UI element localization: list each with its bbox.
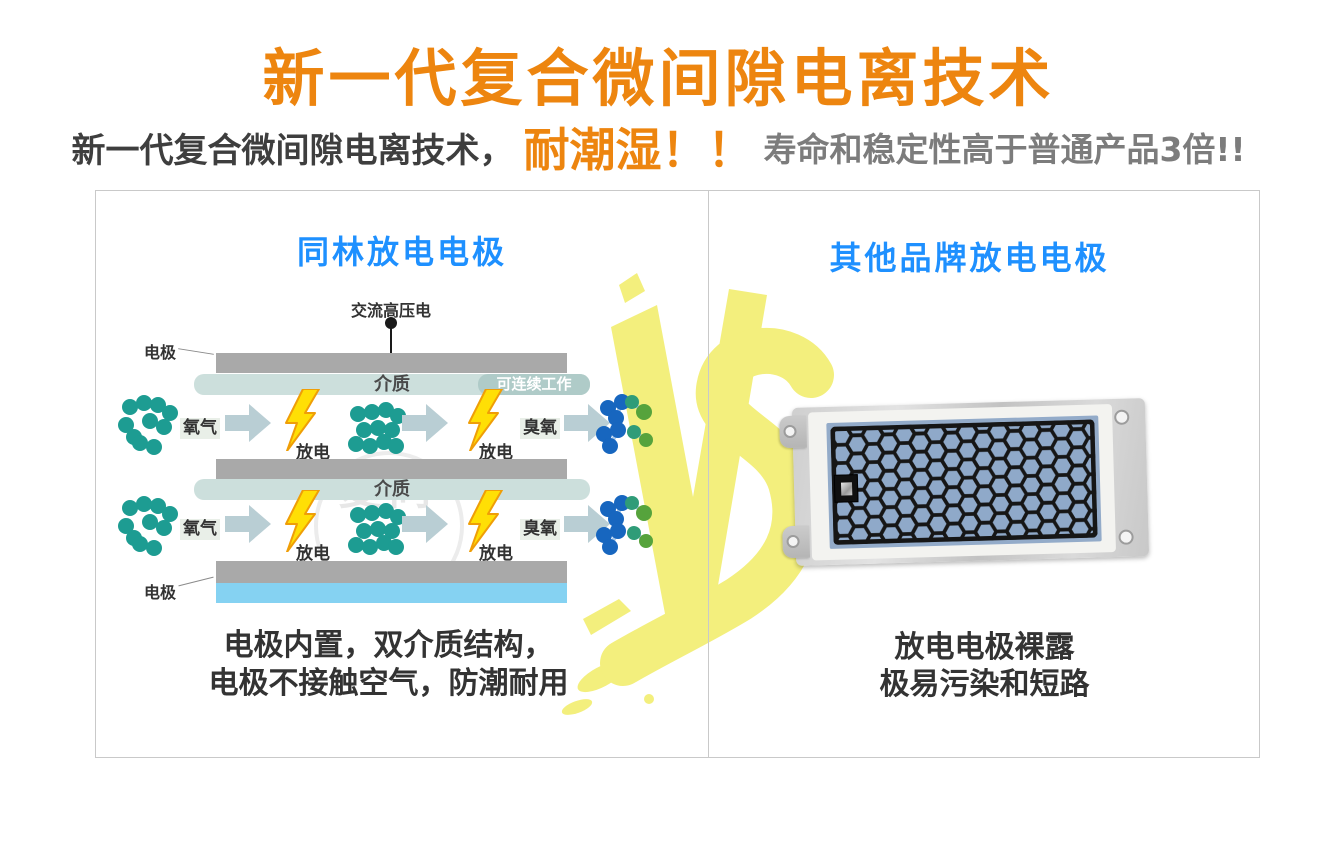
mounting-hole xyxy=(786,534,800,549)
subtitle-part1: 新一代复合微间隙电离技术， xyxy=(71,130,514,171)
right-caption-line2: 极易污染和短路 xyxy=(879,667,1090,702)
electrode-bar-middle xyxy=(216,459,567,479)
flow-arrow-icon xyxy=(402,404,448,442)
discharge-label: 放电 xyxy=(296,544,330,564)
discharge-label: 放电 xyxy=(479,544,513,564)
right-caption-line1: 放电电极裸露 xyxy=(894,630,1075,665)
reaction-row-2: 氧气 放电 放电 臭氧 xyxy=(96,490,708,566)
contact-crystal xyxy=(840,482,853,496)
oxygen-label: 氧气 xyxy=(180,519,220,540)
ozone-plate-photo xyxy=(779,398,1150,566)
ozone-molecules-icon xyxy=(594,392,654,456)
continuous-work-badge: 可连续工作 xyxy=(478,374,590,395)
honeycomb-pattern xyxy=(830,419,1098,546)
subtitle-part2: 寿命和稳定性高于普通产品3倍!! xyxy=(763,130,1246,169)
left-caption-line1: 电极内置，双介质结构， xyxy=(223,628,554,663)
electrode-label-top: 电极 xyxy=(144,343,177,362)
electrode-bar-top xyxy=(216,353,567,373)
electrical-contact xyxy=(833,474,859,503)
ozone-molecules-icon xyxy=(594,493,654,557)
left-panel-heading: 同林放电电极 xyxy=(296,233,507,271)
dielectric-label-2: 介质 xyxy=(374,479,410,500)
cooling-layer-bar xyxy=(216,583,567,603)
oxygen-label: 氧气 xyxy=(180,418,220,439)
honeycomb-electrode-mesh xyxy=(830,419,1098,546)
ozone-label: 臭氧 xyxy=(520,418,560,439)
flow-arrow-icon xyxy=(402,505,448,543)
mounting-tab-top xyxy=(779,415,807,449)
left-caption: 电极内置，双介质结构， 电极不接触空气，防潮耐用 xyxy=(96,627,681,703)
dielectric-label-1: 介质 xyxy=(374,374,410,395)
oxygen-molecules-icon xyxy=(118,496,178,556)
electrode-bar-bottom xyxy=(216,561,567,583)
vs-graphic xyxy=(561,273,834,715)
ac-terminal-dot xyxy=(385,317,397,329)
mounting-tab-bottom xyxy=(782,525,811,559)
mounting-hole xyxy=(783,424,797,439)
discharge-label: 放电 xyxy=(479,443,513,463)
left-panel-tonglin: 同林放电电极 复同 交流高压电 电极 介质 可连续工作 氧气 放电 xyxy=(96,191,708,757)
reaction-row-1: 氧气 放电 放电 臭氧 xyxy=(96,389,708,465)
right-caption: 放电电极裸露 极易污染和短路 xyxy=(709,629,1260,703)
right-panel-heading: 其他品牌放电电极 xyxy=(829,239,1110,277)
comparison-box: 同林放电电极 复同 交流高压电 电极 介质 可连续工作 氧气 放电 xyxy=(95,190,1260,758)
oxygen-molecules-icon xyxy=(118,395,178,455)
ac-terminal-stem xyxy=(390,328,392,354)
ionized-molecules-icon xyxy=(348,402,406,456)
ionized-molecules-icon xyxy=(348,503,406,557)
subtitle: 新一代复合微间隙电离技术， 耐潮湿！！ 寿命和稳定性高于普通产品3倍!! xyxy=(0,118,1317,177)
flow-arrow-icon xyxy=(225,404,271,442)
ac-high-voltage-label: 交流高压电 xyxy=(350,301,431,320)
subtitle-highlight: 耐潮湿！！ xyxy=(523,123,754,177)
panel-divider xyxy=(708,191,709,757)
page-title: 新一代复合微间隙电离技术 xyxy=(262,42,1055,115)
flow-arrow-icon xyxy=(225,505,271,543)
leader-line-bottom xyxy=(178,576,214,587)
discharge-label: 放电 xyxy=(296,443,330,463)
ozone-label: 臭氧 xyxy=(520,519,560,540)
left-caption-line2: 电极不接触空气，防潮耐用 xyxy=(208,666,569,701)
right-panel-other-brands: 其他品牌放电电极 xyxy=(709,191,1260,757)
electrode-label-bottom: 电极 xyxy=(144,583,177,602)
leader-line-top xyxy=(178,348,214,355)
